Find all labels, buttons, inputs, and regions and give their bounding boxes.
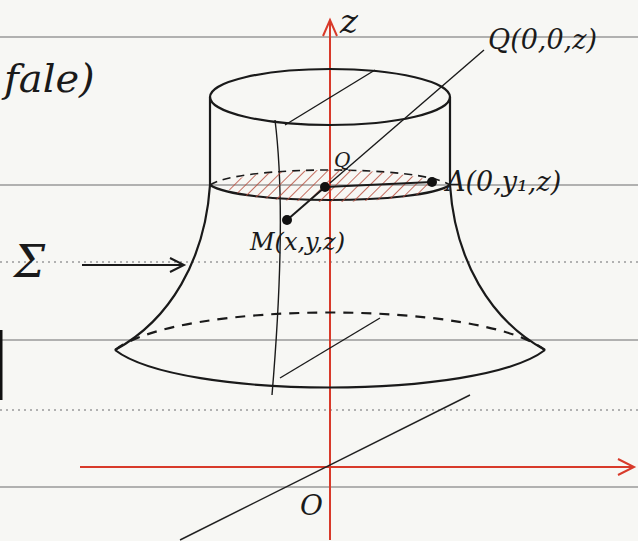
axis-label: Q(0,0,z) [488, 26, 597, 53]
axis-label: Q [334, 150, 350, 170]
axis-label: Σ [14, 240, 45, 284]
axis-label: fale) [4, 58, 95, 98]
axis-label: O [300, 492, 323, 520]
axis-label: A(0,y₁,z) [446, 168, 561, 195]
axis-label: M(x,y,z) [250, 230, 345, 254]
axis-label: z [340, 4, 358, 38]
